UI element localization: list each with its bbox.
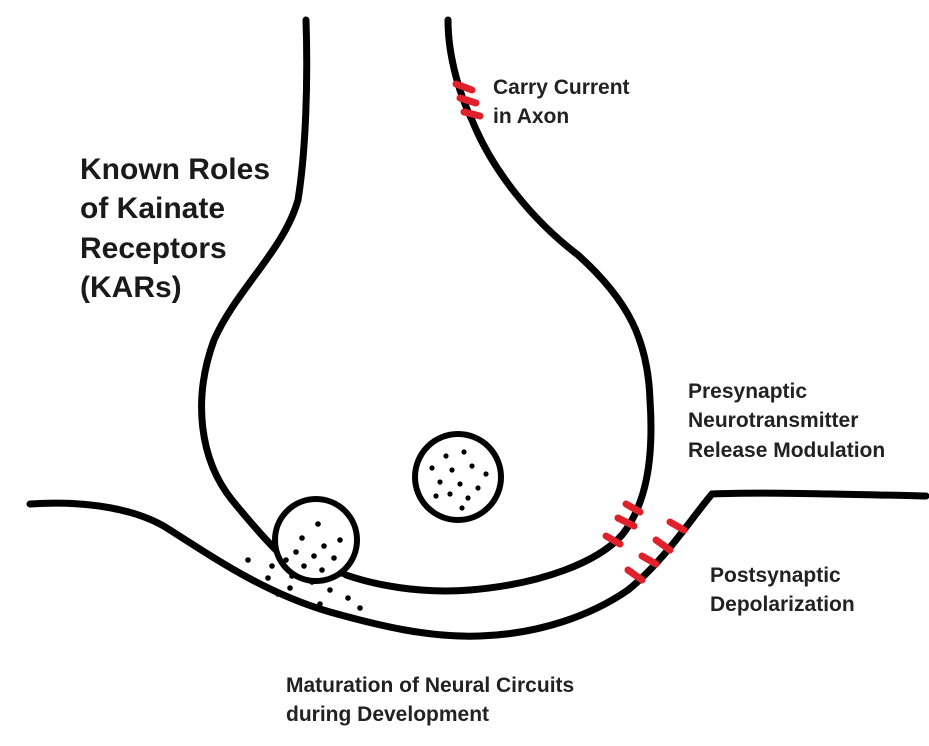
postsynaptic-membrane bbox=[26, 489, 929, 640]
label-line: Release Modulation bbox=[688, 438, 886, 462]
presynaptic-terminal-outline bbox=[198, 16, 311, 554]
label-line: Depolarization bbox=[710, 593, 855, 617]
label-line: during Development bbox=[286, 703, 490, 727]
title-line: Receptors bbox=[80, 231, 227, 265]
presynaptic-receptors bbox=[602, 500, 644, 548]
synaptic-vesicle bbox=[412, 431, 504, 523]
postsynaptic-receptors bbox=[624, 518, 688, 584]
title-line: of Kainate bbox=[80, 192, 226, 226]
label-line: Neurotransmitter bbox=[688, 409, 859, 433]
axon-receptors bbox=[452, 80, 484, 120]
title-line: Known Roles bbox=[80, 153, 271, 186]
title-line: (KARs) bbox=[80, 270, 182, 304]
label-line: Carry Current bbox=[493, 76, 630, 99]
label-line: in Axon bbox=[493, 105, 570, 129]
axon-label: Carry Current in Axon bbox=[493, 73, 630, 132]
vesicle-neurotransmitter-dots bbox=[429, 449, 489, 511]
docked-vesicle bbox=[272, 496, 360, 584]
released-neurotransmitter-dots bbox=[245, 521, 363, 611]
label-line: Maturation of Neural Circuits bbox=[286, 674, 575, 697]
presynaptic-terminal-outline-right bbox=[342, 16, 655, 595]
postsynaptic-label: Postsynaptic Depolarization bbox=[710, 561, 855, 620]
diagram-title: Known Roles of Kainate Receptors (KARs) bbox=[80, 150, 270, 307]
label-line: Presynaptic bbox=[688, 380, 808, 403]
presynaptic-label: Presynaptic Neurotransmitter Release Mod… bbox=[688, 377, 885, 465]
maturation-label: Maturation of Neural Circuits during Dev… bbox=[286, 671, 574, 730]
label-line: Postsynaptic bbox=[710, 564, 841, 587]
